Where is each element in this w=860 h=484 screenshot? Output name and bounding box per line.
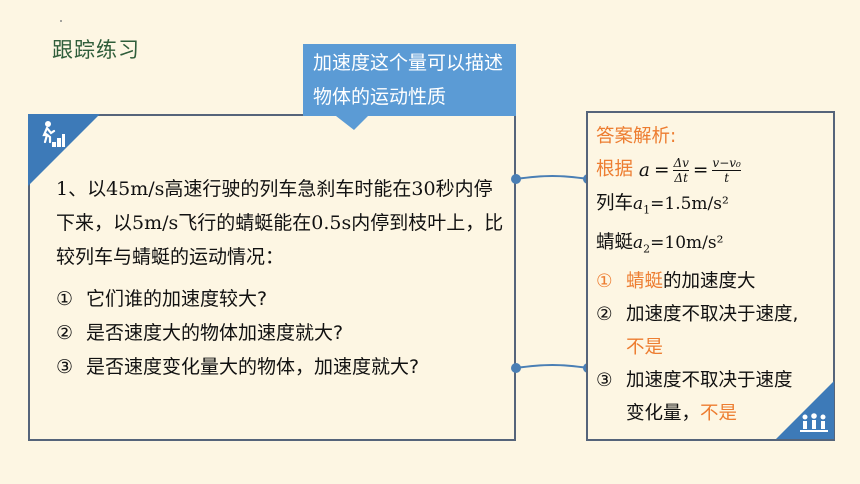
decor-dot: [60, 20, 62, 22]
answer-item-2: ② 加速度不取决于速度,: [596, 298, 832, 331]
question-stem: 1、以45m/s高速行驶的列车急刹车时能在30秒内停下来，以5m/s飞行的蜻蜓能…: [56, 178, 504, 268]
connector-dot: [511, 363, 521, 373]
answer-item-3-cont: 变化量，不是: [596, 397, 832, 430]
frac-den: t: [724, 170, 730, 185]
question-list: ① 它们谁的加速度较大? ② 是否速度大的物体加速度就大? ③ 是否速度变化量大的物体…: [56, 282, 506, 384]
item-text: 是否速度大的物体加速度就大?: [86, 322, 344, 344]
formula-lhs: a: [638, 159, 650, 181]
answer-corner-tab: [776, 381, 834, 439]
item-number: ①: [56, 288, 74, 310]
answer-emphasis: 不是: [700, 403, 738, 425]
answer-text: 变化量，: [626, 403, 701, 425]
page-title: 跟踪练习: [52, 38, 140, 62]
train-value: =1.5m/s²: [650, 193, 729, 214]
answer-text: 加速度不取决于速度,: [626, 304, 799, 326]
item-number: ③: [56, 356, 74, 378]
people-group-icon: [800, 413, 828, 432]
connector-line-bottom: [515, 364, 589, 369]
item-text: 它们谁的加速度较大?: [86, 288, 268, 310]
question-item: ① 它们谁的加速度较大?: [56, 282, 506, 316]
running-man-stairs-icon: [42, 121, 65, 147]
answer-item-2-cont: 不是: [596, 331, 832, 364]
a2-symbol: a: [633, 232, 644, 253]
frac-num: Δv: [673, 155, 689, 170]
dragonfly-label: 蜻蜓: [596, 231, 634, 253]
dragonfly-result: 蜻蜓a2=10m/s²: [596, 226, 832, 265]
question-corner-tab: [28, 114, 100, 186]
question-item: ③ 是否速度变化量大的物体，加速度就大?: [56, 350, 506, 384]
item-number: ②: [56, 322, 74, 344]
answer-item-3: ③ 加速度不取决于速度: [596, 364, 832, 397]
frac-den: Δt: [674, 170, 688, 185]
connector-line-top: [515, 175, 589, 180]
question-panel: [28, 114, 516, 441]
a1-symbol: a: [633, 193, 644, 214]
answer-text: 加速度不取决于速度: [626, 370, 793, 392]
item-number: ①: [596, 271, 613, 293]
answer-emphasis: 不是: [626, 337, 664, 359]
question-item: ② 是否速度大的物体加速度就大?: [56, 316, 506, 350]
frac-num: v−v₀: [712, 155, 741, 170]
answer-emphasis: 蜻蜓: [626, 271, 664, 293]
answer-text: 的加速度大: [663, 271, 756, 293]
item-text: 是否速度变化量大的物体，加速度就大?: [86, 356, 420, 378]
callout-note: 加速度这个量可以描述物体的运动性质: [303, 44, 516, 116]
dragonfly-value: =10m/s²: [650, 232, 724, 253]
a1-sub: 1: [643, 202, 651, 216]
train-result: 列车a1=1.5m/s²: [596, 187, 832, 226]
callout-tail: [336, 116, 368, 130]
a2-sub: 2: [643, 242, 651, 256]
train-label: 列车: [596, 192, 634, 214]
answer-heading: 答案解析:: [596, 126, 677, 147]
basis-label: 根据: [596, 159, 634, 180]
connector-dot: [511, 174, 521, 184]
item-number: ③: [596, 370, 613, 392]
answer-item-1: ① 蜻蜓的加速度大: [596, 265, 832, 298]
item-number: ②: [596, 304, 613, 326]
